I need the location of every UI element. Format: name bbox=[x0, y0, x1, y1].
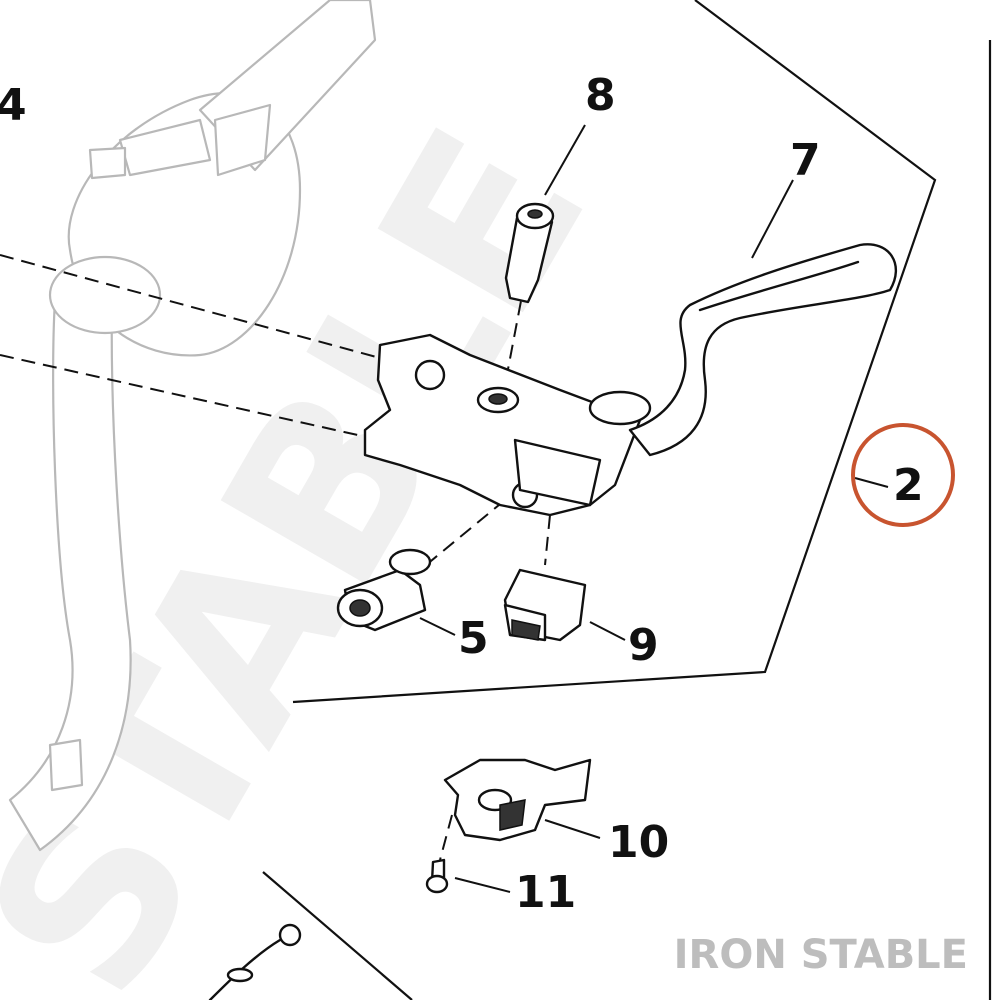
part-10-switch-housing-cover bbox=[443, 758, 592, 842]
cable-part bbox=[208, 923, 302, 1000]
callout-2: 2 bbox=[893, 460, 924, 511]
callout-5: 5 bbox=[458, 613, 489, 664]
callout-11: 11 bbox=[515, 867, 576, 918]
part-5-adjuster bbox=[336, 548, 432, 632]
callout-10: 10 bbox=[608, 817, 669, 868]
part-8-pivot-bolt bbox=[504, 202, 555, 304]
callout-4: 4 bbox=[0, 80, 27, 131]
part-11-screw bbox=[425, 858, 449, 894]
assembly-group-border bbox=[262, 0, 992, 1000]
part-7-brake-lever bbox=[628, 243, 898, 457]
highlight-circle bbox=[851, 423, 955, 527]
handlebar-assembly bbox=[8, 0, 377, 852]
part-2-master-cylinder bbox=[363, 333, 652, 517]
assembly-guide-lines bbox=[0, 254, 551, 861]
callout-7: 7 bbox=[790, 135, 821, 186]
callout-labels: 4 8 7 2 5 9 10 11 bbox=[0, 70, 924, 918]
brand-label: IRON STABLE bbox=[674, 932, 968, 978]
part-9-brake-switch bbox=[503, 568, 587, 642]
leader-lines bbox=[419, 124, 889, 893]
callout-9: 9 bbox=[628, 620, 659, 671]
callout-8: 8 bbox=[585, 70, 616, 121]
